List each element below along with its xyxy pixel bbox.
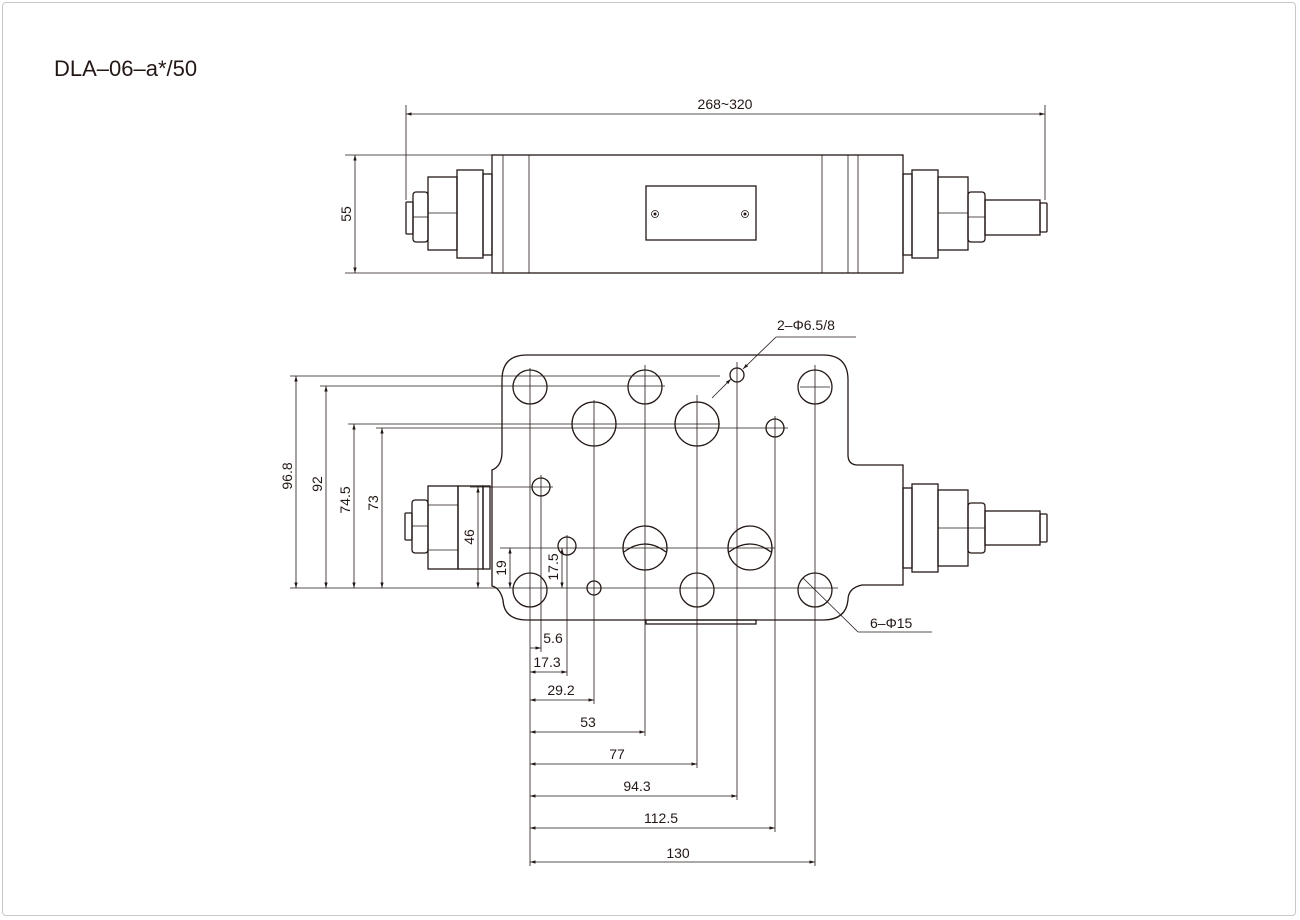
dim-130: 130 bbox=[666, 845, 690, 861]
dim-19: 19 bbox=[493, 560, 509, 576]
left-fitting bbox=[405, 169, 493, 259]
dim-53: 53 bbox=[580, 714, 596, 730]
callout-small-holes: 2–Φ6.5/8 bbox=[777, 317, 835, 333]
bottom-view: 96.8 92 74.5 73 46 19 17.5 5.6 17.3 29.2… bbox=[279, 317, 1048, 866]
dim-29-2: 29.2 bbox=[547, 682, 574, 698]
right-fitting bbox=[902, 169, 1048, 259]
callout-large-holes: 6–Φ15 bbox=[870, 615, 913, 631]
dim-73: 73 bbox=[365, 495, 381, 511]
top-view: 268~320 55 bbox=[338, 96, 1048, 274]
dim-77: 77 bbox=[609, 746, 625, 762]
name-plate bbox=[645, 185, 757, 241]
left-fitting bbox=[404, 485, 491, 570]
dim-height: 55 bbox=[338, 206, 354, 222]
dim-112-5: 112.5 bbox=[644, 810, 678, 826]
dim-46: 46 bbox=[461, 529, 477, 545]
dim-17-5: 17.5 bbox=[545, 553, 561, 580]
dim-length: 268~320 bbox=[698, 96, 753, 112]
dim-17-3: 17.3 bbox=[533, 654, 560, 670]
dim-5-6: 5.6 bbox=[543, 630, 563, 646]
dim-96-8: 96.8 bbox=[279, 462, 295, 489]
right-fitting bbox=[902, 483, 1048, 573]
dim-94-3: 94.3 bbox=[623, 778, 650, 794]
dim-74-5: 74.5 bbox=[337, 486, 353, 513]
drawing-title: DLA–06–a*/50 bbox=[54, 56, 198, 81]
dim-92: 92 bbox=[309, 476, 325, 492]
